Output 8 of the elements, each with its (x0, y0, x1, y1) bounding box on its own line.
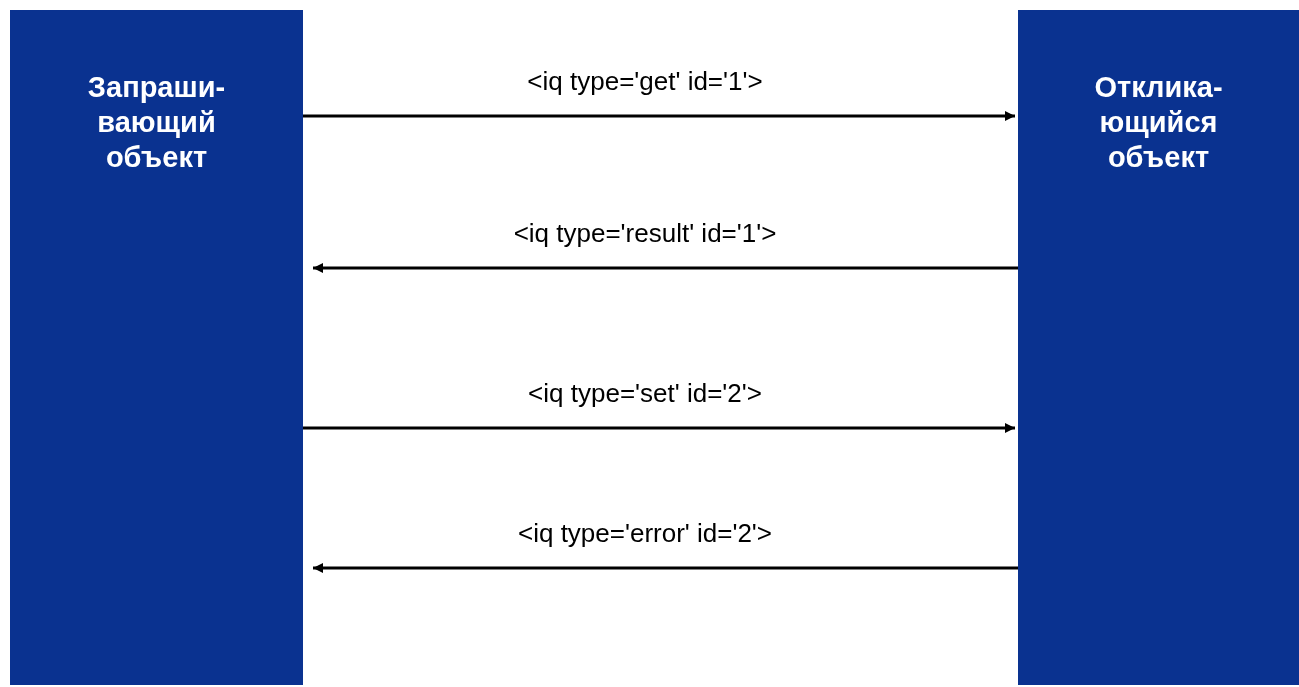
message-arrow (303, 111, 1015, 121)
lifeline-bar (1018, 10, 1299, 685)
message-arrow (303, 423, 1015, 433)
lifeline-bar (10, 10, 303, 685)
object-title: Запраши- вающий объект (86, 70, 227, 175)
message-arrow (313, 263, 1018, 273)
object-title: Отклика- ющийся объект (1093, 70, 1224, 175)
message-arrow (313, 563, 1018, 573)
